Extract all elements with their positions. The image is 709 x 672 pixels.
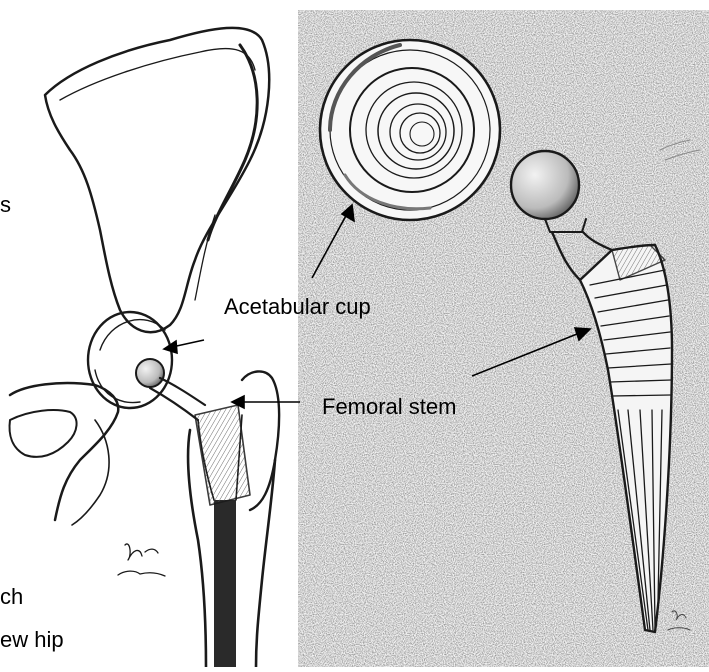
acetabular-cup-label: Acetabular cup xyxy=(224,296,371,318)
implant-stem-in-shaft xyxy=(214,500,236,667)
acetabular-cup-drawing xyxy=(320,40,500,220)
pubic-ramus xyxy=(10,383,118,520)
femoral-head-implant xyxy=(136,359,164,387)
femoral-stem-label: Femoral stem xyxy=(322,396,456,418)
artist-signature-left xyxy=(118,544,165,576)
cropped-text-left-1: s xyxy=(0,194,11,216)
cropped-text-left-2: ch xyxy=(0,586,23,608)
cropped-text-left-3: ew hip xyxy=(0,629,64,651)
pelvis-femur-sketch xyxy=(10,28,280,667)
